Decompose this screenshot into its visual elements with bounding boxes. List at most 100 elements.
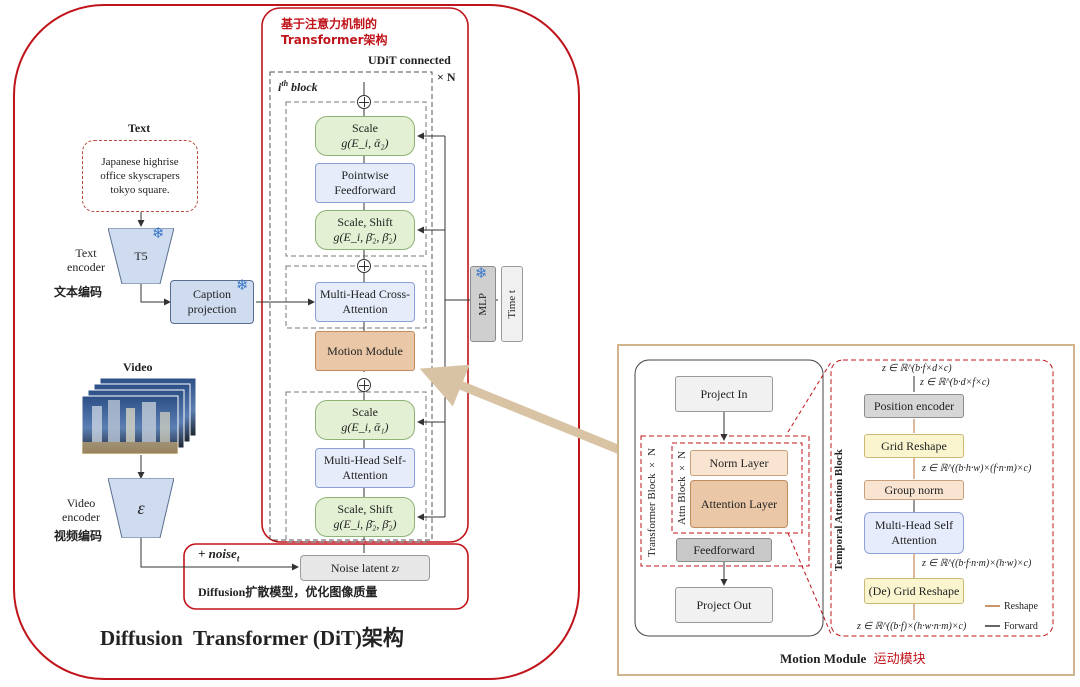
project-out-label: Project Out — [696, 597, 752, 612]
text-prompt: Japanese highrise office skyscrapers tok… — [100, 156, 180, 196]
cross-attention-label: Multi-Head Cross-Attention — [319, 287, 411, 316]
times-n-label: × N — [437, 70, 456, 84]
caption-projection-label: Caption projection — [187, 287, 237, 316]
motion-caption-en: Motion Module — [780, 651, 867, 666]
self-attention-block: Multi-Head Self-Attention — [315, 448, 415, 488]
video-label: Video — [123, 360, 153, 374]
grid-reshape-label: Grid Reshape — [881, 438, 947, 453]
z4-label: z ∈ ℝ^((b·f·n·m)×(h·w)×c) — [922, 558, 1032, 569]
attn-block-label: Attn Block × N — [676, 450, 688, 526]
noise-t-label: + noiset — [198, 547, 239, 566]
caption-projection-block: Caption projection — [170, 280, 254, 324]
transformer-title-line1: 基于注意力机制的 — [281, 17, 378, 31]
scale-top-formula: g(E_i, ᾱ₂) — [341, 136, 389, 150]
scale-shift-bottom-label: Scale, Shift — [337, 502, 393, 516]
self-attention-label: Multi-Head Self-Attention — [323, 453, 407, 482]
scale-top-label: Scale — [352, 121, 378, 135]
mh-self-attention-label: Multi-Head Self Attention — [874, 518, 954, 547]
noise-latent-text: Noise latent z — [330, 560, 397, 575]
scale-shift-top-label: Scale, Shift — [337, 215, 393, 229]
motion-caption-zh: 运动模块 — [873, 652, 926, 667]
legend-reshape: Reshape — [1004, 601, 1038, 612]
diffusion-outline — [183, 543, 469, 610]
norm-layer-block: Norm Layer — [690, 450, 788, 476]
noise-t-text: + noise — [198, 546, 237, 561]
cross-attention-block: Multi-Head Cross-Attention — [315, 282, 415, 322]
attention-layer-label: Attention Layer — [700, 496, 778, 511]
diffusion-zh-label: Diffusion扩散模型，优化图像质量 — [198, 585, 378, 599]
time-label: Time t — [505, 289, 518, 319]
scale-bottom-label: Scale — [352, 405, 378, 419]
text-prompt-box: Japanese highrise office skyscrapers tok… — [82, 140, 198, 212]
encoder-symbol: ε — [137, 497, 145, 518]
scale-shift-top-formula: g(E_i, β̄₂, β̄₂) — [333, 230, 397, 244]
text-encoder-zh: 文本编码 — [54, 285, 103, 299]
add-icon — [357, 378, 371, 392]
motion-module-label: Motion Module — [327, 343, 403, 358]
z3-label: z ∈ ℝ^((b·h·w)×(f·n·m)×c) — [922, 463, 1032, 474]
t5-encoder: T5 — [107, 227, 175, 285]
de-grid-reshape-block: (De) Grid Reshape — [864, 578, 964, 604]
z5-label: z ∈ ℝ^((b·f)×(h·w·n·m)×c) — [857, 621, 967, 632]
video-encoder-label: Video encoder — [58, 496, 104, 524]
position-encoder-label: Position encoder — [873, 398, 955, 413]
video-encoder-text: Video encoder — [62, 496, 100, 524]
mlp-label: MLP — [476, 292, 489, 316]
mh-self-attention-block: Multi-Head Self Attention — [864, 512, 964, 554]
transformer-block-label: Transformer Block × N — [646, 447, 658, 557]
scale-bottom-block: Scale g(E_i, ᾱ₁) — [315, 400, 415, 440]
t5-label: T5 — [134, 248, 148, 263]
block-label-rest: block — [288, 80, 318, 94]
legend-forward: Forward — [1004, 621, 1038, 632]
scale-shift-top-block: Scale, Shift g(E_i, β̄₂, β̄₂) — [315, 210, 415, 250]
add-icon — [357, 259, 371, 273]
group-norm-label: Group norm — [884, 482, 944, 497]
pointwise-feedforward-block: Pointwise Feedforward — [315, 163, 415, 203]
noise-latent-sub: t — [396, 563, 400, 573]
project-out-block: Project Out — [675, 587, 773, 623]
video-encoder: ε — [107, 477, 175, 539]
transformer-title-line2: Transformer架构 — [281, 33, 388, 47]
mlp-block: MLP — [470, 266, 496, 342]
text-encoder-label: Text encoder — [62, 246, 110, 274]
motion-module-block: Motion Module — [315, 331, 415, 371]
attention-layer-block: Attention Layer — [690, 480, 788, 528]
norm-layer-label: Norm Layer — [709, 455, 769, 470]
feedforward-label: Feedforward — [693, 542, 755, 557]
transformer-title: 基于注意力机制的 Transformer架构 — [281, 16, 461, 48]
de-grid-reshape-label: (De) Grid Reshape — [868, 583, 960, 598]
motion-caption: Motion Module 运动模块 — [780, 652, 926, 667]
udit-label: UDiT connected — [368, 53, 451, 67]
grid-reshape-block: Grid Reshape — [864, 434, 964, 458]
pointwise-feedforward-label: Pointwise Feedforward — [334, 168, 396, 197]
noise-t-sub: t — [236, 553, 240, 564]
video-encoder-zh: 视频编码 — [54, 529, 103, 543]
position-encoder-block: Position encoder — [864, 394, 964, 418]
z1-label: z ∈ ℝ^(b·f×d×c) — [882, 363, 952, 374]
dit-title: Diffusion Transformer (DiT)架构 — [100, 626, 404, 650]
block-label: ith block — [278, 77, 318, 94]
text-label: Text — [128, 121, 151, 135]
time-block: Time t — [501, 266, 523, 342]
scale-shift-bottom-formula: g(E_i, β̄₂, β̄₂) — [333, 517, 397, 531]
snowflake-icon: ❄ — [152, 224, 165, 242]
z2-label: z ∈ ℝ^(b·d×f×c) — [920, 377, 990, 388]
snowflake-icon: ❄ — [236, 276, 249, 294]
add-icon — [357, 95, 371, 109]
block-label-sup: th — [281, 79, 289, 88]
video-frames-image — [81, 377, 200, 456]
block-label-i: i — [278, 80, 282, 94]
scale-bottom-formula: g(E_i, ᾱ₁) — [341, 420, 389, 434]
text-encoder-text: Text encoder — [67, 246, 105, 274]
feedforward-block: Feedforward — [676, 538, 772, 562]
transformer-outline — [261, 7, 469, 543]
dit-outline — [13, 4, 580, 680]
temporal-block-label: Temporal Attention Block — [833, 449, 845, 571]
group-norm-block: Group norm — [864, 480, 964, 500]
scale-shift-bottom-block: Scale, Shift g(E_i, β̄₂, β̄₂) — [315, 497, 415, 537]
project-in-label: Project In — [700, 386, 748, 401]
scale-top-block: Scale g(E_i, ᾱ₂) — [315, 116, 415, 156]
project-in-block: Project In — [675, 376, 773, 412]
snowflake-icon: ❄ — [475, 264, 488, 282]
